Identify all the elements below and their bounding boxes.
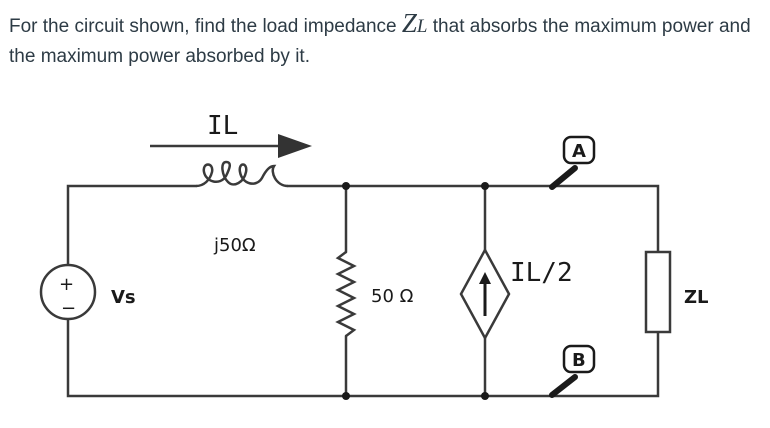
junction-dot <box>481 392 489 400</box>
terminal-a-probe <box>549 165 578 190</box>
source-plus-sign: + <box>59 274 74 295</box>
terminal-a-label: A <box>572 141 586 162</box>
question-text-before: For the circuit shown, find the load imp… <box>9 16 402 37</box>
inductor <box>195 160 289 188</box>
load-impedance-box <box>644 250 672 334</box>
load-impedance-subscript: L <box>416 16 428 37</box>
resistor-label: 50 Ω <box>371 286 414 307</box>
wire-top-right <box>286 184 660 254</box>
source-minus-sign: − <box>61 298 76 319</box>
terminal-b-box <box>562 344 596 374</box>
voltage-source <box>39 263 97 321</box>
dependent-source-label: IL/2 <box>510 258 573 288</box>
load-label: ZL <box>684 287 709 308</box>
current-label: IL <box>207 111 238 141</box>
current-arrow-icon <box>278 134 312 158</box>
terminal-b-label: B <box>572 350 586 371</box>
junction-dot <box>342 392 350 400</box>
load-impedance-symbol: Z <box>401 8 417 38</box>
arrow-up-head <box>479 272 491 284</box>
question-text: For the circuit shown, find the load imp… <box>9 8 759 72</box>
wire-bottom-left <box>66 316 660 398</box>
junction-dot <box>481 182 489 190</box>
inductor-label: j50Ω <box>213 235 256 256</box>
question-text-after: that absorbs the maximum power and the m… <box>9 16 751 67</box>
terminal-a-box <box>562 135 596 165</box>
terminal-b-probe <box>549 374 578 398</box>
resistor <box>335 251 357 337</box>
source-label: Vs <box>111 287 136 308</box>
wire-top-left <box>66 184 198 294</box>
junction-dot <box>342 182 350 190</box>
